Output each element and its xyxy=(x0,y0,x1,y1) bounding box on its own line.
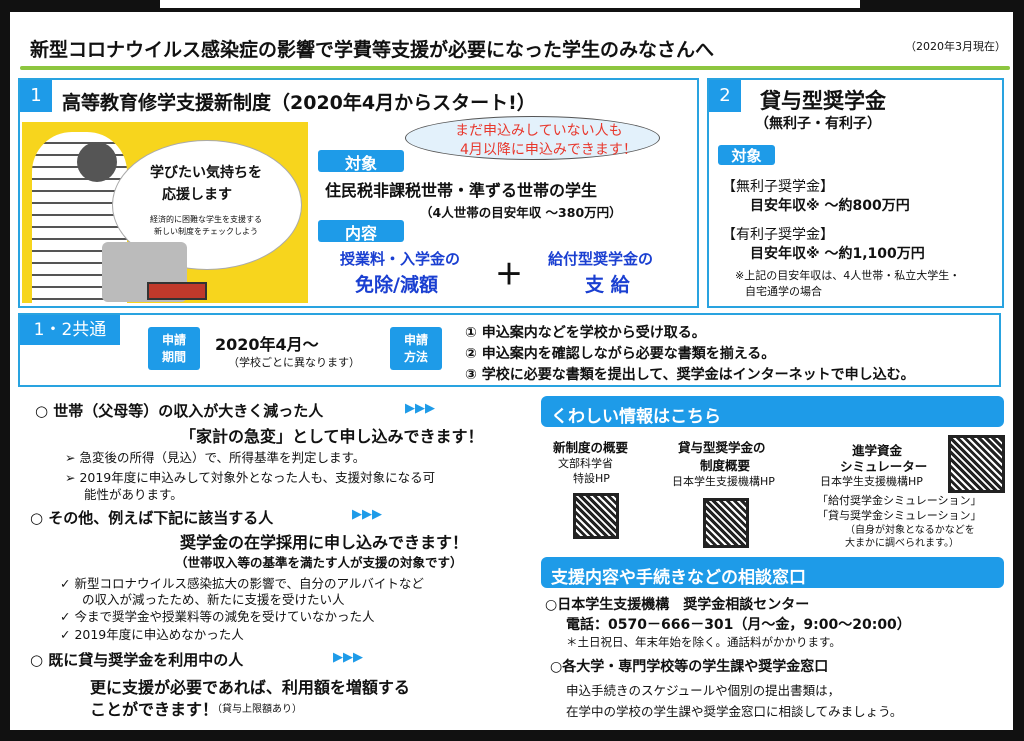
content-exemption: 免除/減額 xyxy=(355,274,438,296)
case2-title: ○ その他、例えば下記に該当する人 xyxy=(30,509,274,527)
arrow-icon: ▶▶▶ xyxy=(405,401,435,416)
target-subtext: （4人世帯の目安年収 ～380万円） xyxy=(420,205,622,220)
case1-lead: 「家計の急変」として申し込みできます！ xyxy=(180,427,484,446)
grant-simulation: 「給付奨学金シミュレーション」 xyxy=(817,494,982,507)
case1-title: ○ 世帯（父母等）の収入が大きく減った人 xyxy=(35,402,324,420)
content-badge: 内容 xyxy=(318,220,404,243)
student-illustration: 学びたい気持ちを 応援します 経済的に困難な学生を支援する 新しい制度をチェック… xyxy=(22,122,308,303)
content-exemption-label: 授業料・入学金の xyxy=(340,250,461,268)
section1-title: 高等教育修学支援新制度（2020年4月からスタート!） xyxy=(62,92,536,114)
title-underline xyxy=(20,66,1010,70)
qr-code-simulator[interactable] xyxy=(948,435,1005,493)
loan-overview-title: 貸与型奨学金の xyxy=(678,440,766,455)
target-badge: 対象 xyxy=(318,150,404,173)
interest-free-income: 目安年収※ ～約800万円 xyxy=(750,198,910,214)
section2-box xyxy=(707,78,1004,308)
case1-item-2-cont: 能性があります。 xyxy=(84,487,183,502)
arrow-icon-3: ▶▶▶ xyxy=(333,650,363,665)
arrow-icon-2: ▶▶▶ xyxy=(352,507,382,522)
step-3: ③ 学校に必要な書類を提出して、奨学金はインターネットで申し込む。 xyxy=(465,367,915,383)
section2-title: 貸与型奨学金 xyxy=(760,89,886,113)
notice-line-1: まだ申込みしていない人も xyxy=(455,123,623,139)
loan-overview-source: 日本学生支援機構HP xyxy=(672,475,775,488)
hair-icon xyxy=(77,142,117,182)
case3-lead: 更に支援が必要であれば、利用額を増額する xyxy=(90,678,410,697)
period-value: 2020年4月～ xyxy=(215,335,319,354)
illustration-headline: 学びたい気持ちを xyxy=(150,165,262,181)
new-system-source: 文部科学省 xyxy=(558,457,613,470)
simulator-source: 日本学生支援機構HP xyxy=(820,475,923,488)
phone-number[interactable]: 電話：0570－666－301（月～金，9:00～20:00） xyxy=(566,617,911,633)
case1-item-1: ➢ 急変後の所得（見込）で、所得基準を判定します。 xyxy=(65,450,366,465)
interest-free-label: 【無利子奨学金】 xyxy=(722,179,834,195)
case2-item-1-cont: の収入が減ったため、新たに支援を受けたい人 xyxy=(82,592,345,607)
loan-simulation: 「貸与奨学金シミュレーション」 xyxy=(817,509,982,522)
loan-overview-title-2: 制度概要 xyxy=(700,458,751,473)
simulation-note: （自身が対象となるかなどを xyxy=(845,525,975,536)
step-1: ① 申込案内などを学校から受け取る。 xyxy=(465,325,706,341)
content-grant-label: 給付型奨学金の xyxy=(548,250,654,268)
common-box xyxy=(18,313,1001,387)
school-office-text: 申込手続きのスケジュールや個別の提出書類は， xyxy=(566,683,841,698)
page-title: 新型コロナウイルス感染症の影響で学費等支援が必要になった学生のみなさんへ xyxy=(30,39,715,61)
section2-note-2: 自宅通学の場合 xyxy=(745,285,822,298)
section2-target-badge: 対象 xyxy=(718,145,775,165)
common-label: 1・2共通 xyxy=(20,315,120,345)
jasso-center: ○日本学生支援機構 奨学金相談センター xyxy=(545,597,810,613)
case1-item-2: ➢ 2019年度に申込みして対象外となった人も、支援対象になる可 xyxy=(65,470,436,485)
new-system-source-2: 特設HP xyxy=(573,472,610,485)
top-bar xyxy=(160,0,860,8)
section2-note: ※上記の目安年収は、4人世帯・私立大学生・ xyxy=(735,269,961,282)
case2-item-2: ✓ 今まで奨学金や授業料等の減免を受けていなかった人 xyxy=(60,609,375,624)
info-header: くわしい情報はこちら xyxy=(541,396,1004,427)
target-text: 住民税非課税世帯・準ずる世帯の学生 xyxy=(325,181,598,200)
section1-number: 1 xyxy=(20,80,52,112)
section1-box xyxy=(18,78,699,308)
case3-lead-2: ことができます！ xyxy=(90,700,219,719)
contact-header: 支援内容や手続きなどの相談窓口 xyxy=(541,557,1004,588)
qr-code-loan[interactable] xyxy=(703,498,749,548)
date-label: （2020年3月現在） xyxy=(905,40,1006,53)
interest-bearing-income: 目安年収※ ～約1,100万円 xyxy=(750,246,925,262)
illustration-sub-2: 新しい制度をチェックしよう xyxy=(154,227,258,236)
qr-code-new-system[interactable] xyxy=(573,493,619,539)
simulator-title: 進学資金 xyxy=(852,443,903,458)
content-grant: 支 給 xyxy=(585,274,630,296)
simulation-note-2: 大まかに調べられます。） xyxy=(845,538,959,549)
plus-icon: ＋ xyxy=(495,258,524,291)
school-office: ○各大学・専門学校等の学生課や奨学金窓口 xyxy=(550,659,829,675)
case2-lead: 奨学金の在学採用に申し込みできます！ xyxy=(180,533,469,552)
case3-title: ○ 既に貸与奨学金を利用中の人 xyxy=(30,651,244,669)
period-sub: （学校ごとに異なります） xyxy=(228,356,360,369)
section2-subtitle: （無利子・有利子） xyxy=(755,116,881,132)
notice-cloud xyxy=(405,116,660,160)
new-system-title: 新制度の概要 xyxy=(553,440,629,455)
period-badge: 申請 期間 xyxy=(148,327,200,370)
interest-bearing-label: 【有利子奨学金】 xyxy=(722,227,834,243)
school-office-text-2: 在学中の学校の学生課や奨学金窓口に相談してみましょう。 xyxy=(566,704,903,719)
section2-number: 2 xyxy=(709,80,741,112)
books-icon xyxy=(147,282,207,300)
case2-item-1: ✓ 新型コロナウイルス感染拡大の影響で、自分のアルバイトなど xyxy=(60,576,424,591)
case3-note: （貸与上限額あり） xyxy=(212,704,302,715)
notice-line-2: 4月以降に申込みできます！ xyxy=(460,142,637,158)
method-badge: 申請 方法 xyxy=(390,327,442,370)
illustration-headline-2: 応援します xyxy=(162,187,232,203)
case2-sub: （世帯収入等の基準を満たす人が支援の対象です） xyxy=(175,555,463,570)
step-2: ② 申込案内を確認しながら必要な書類を揃える。 xyxy=(465,346,776,362)
illustration-sub: 経済的に困難な学生を支援する xyxy=(150,215,262,224)
simulator-title-2: シミュレーター xyxy=(840,459,928,474)
case2-item-3: ✓ 2019年度に申込めなかった人 xyxy=(60,627,244,642)
phone-note: ＊土日祝日、年末年始を除く。通話料がかかります。 xyxy=(566,635,841,649)
